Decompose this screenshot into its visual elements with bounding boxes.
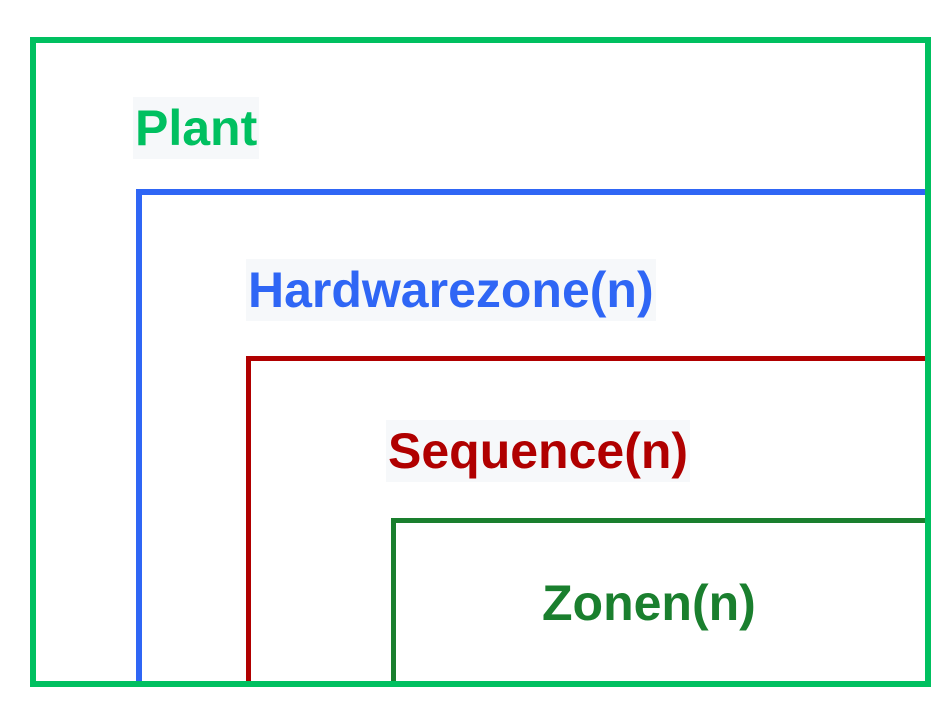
hardwarezone-frame <box>136 189 928 685</box>
plant-frame <box>30 37 931 687</box>
zonen-frame <box>391 518 928 685</box>
hardwarezone-label: Hardwarezone(n) <box>246 259 656 321</box>
zonen-label: Zonen(n) <box>542 575 756 631</box>
sequence-label: Sequence(n) <box>386 420 691 482</box>
plant-label: Plant <box>133 97 260 159</box>
sequence-frame <box>246 356 928 685</box>
